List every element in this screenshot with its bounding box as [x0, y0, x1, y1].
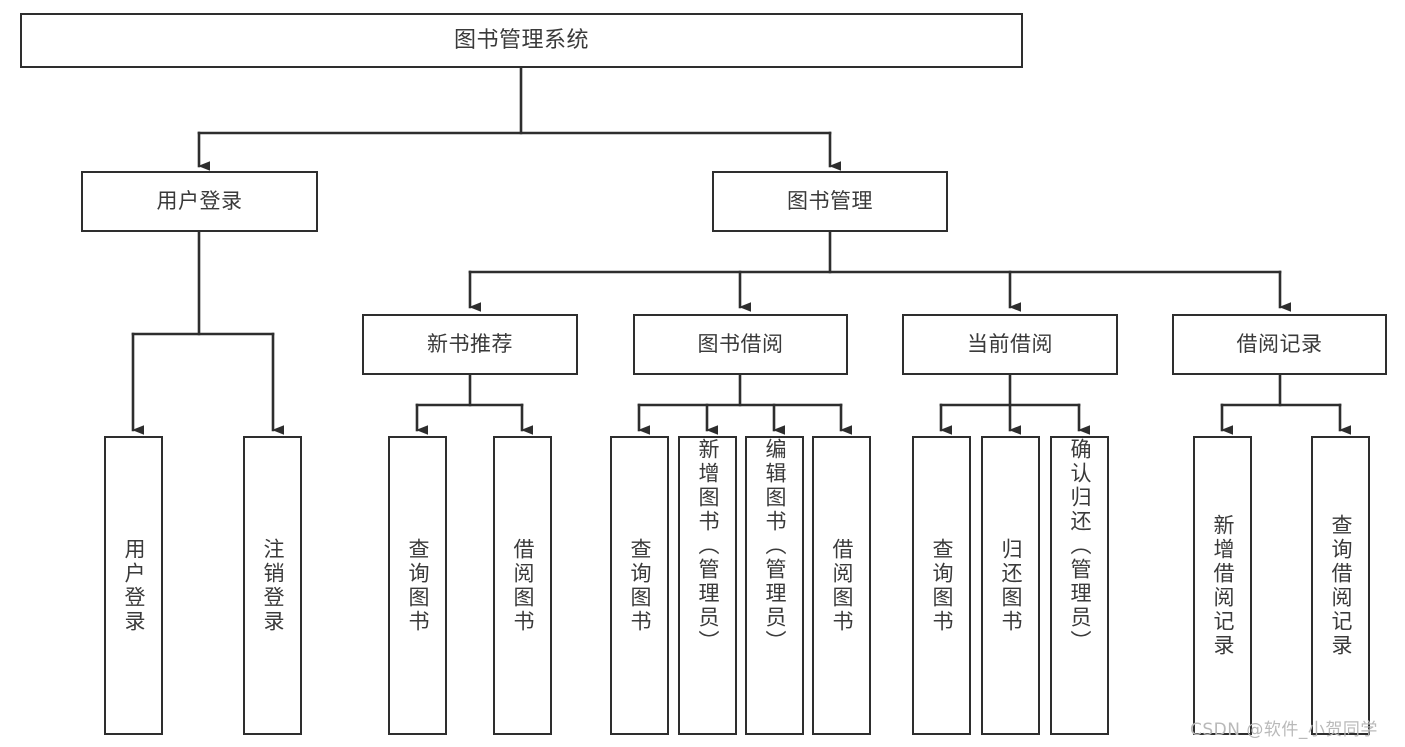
node-label: 用户登录	[122, 537, 146, 634]
node-label: 编辑图书（管理员）	[763, 438, 787, 654]
leaf-book-borrow-borrow[interactable]: 借阅图书	[812, 436, 871, 735]
node-label: 当前借阅	[967, 332, 1053, 357]
node-label: 查询借阅记录	[1329, 513, 1353, 658]
leaf-current-borrow-query[interactable]: 查询图书	[912, 436, 971, 735]
node-label: 归还图书	[999, 537, 1023, 634]
node-label: 新增借阅记录	[1211, 513, 1235, 658]
node-label: 注销登录	[261, 537, 285, 634]
node-label: 新书推荐	[427, 332, 513, 357]
node-label: 新增图书（管理员）	[696, 438, 720, 654]
node-root-system[interactable]: 图书管理系统	[20, 13, 1023, 68]
leaf-new-book-query[interactable]: 查询图书	[388, 436, 447, 735]
node-label: 图书管理系统	[453, 27, 589, 53]
leaf-current-borrow-confirm-return[interactable]: 确认归还（管理员）	[1050, 436, 1109, 735]
leaf-user-login-logout[interactable]: 注销登录	[243, 436, 302, 735]
node-book-borrow[interactable]: 图书借阅	[633, 314, 848, 375]
leaf-borrow-record-add[interactable]: 新增借阅记录	[1193, 436, 1252, 735]
leaf-borrow-record-query[interactable]: 查询借阅记录	[1311, 436, 1370, 735]
node-new-book-recommend[interactable]: 新书推荐	[362, 314, 578, 375]
node-label: 借阅图书	[830, 537, 854, 634]
csdn-watermark: CSDN @软件_小贺同学	[1190, 720, 1378, 740]
node-label: 确认归还（管理员）	[1068, 438, 1092, 654]
node-label: 查询图书	[930, 537, 954, 634]
leaf-user-login-login[interactable]: 用户登录	[104, 436, 163, 735]
node-borrow-record[interactable]: 借阅记录	[1172, 314, 1387, 375]
node-label: 查询图书	[628, 537, 652, 634]
node-book-management[interactable]: 图书管理	[712, 171, 948, 232]
leaf-current-borrow-return[interactable]: 归还图书	[981, 436, 1040, 735]
node-label: 借阅图书	[511, 537, 535, 634]
node-user-login[interactable]: 用户登录	[81, 171, 318, 232]
leaf-book-borrow-query[interactable]: 查询图书	[610, 436, 669, 735]
node-label: 查询图书	[406, 537, 430, 634]
leaf-book-borrow-edit[interactable]: 编辑图书（管理员）	[745, 436, 804, 735]
leaf-book-borrow-add[interactable]: 新增图书（管理员）	[678, 436, 737, 735]
node-label: 图书管理	[787, 189, 873, 214]
node-label: 借阅记录	[1236, 332, 1323, 357]
node-current-borrow[interactable]: 当前借阅	[902, 314, 1118, 375]
node-label: 用户登录	[156, 189, 243, 214]
node-label: 图书借阅	[697, 332, 784, 357]
leaf-new-book-borrow[interactable]: 借阅图书	[493, 436, 552, 735]
